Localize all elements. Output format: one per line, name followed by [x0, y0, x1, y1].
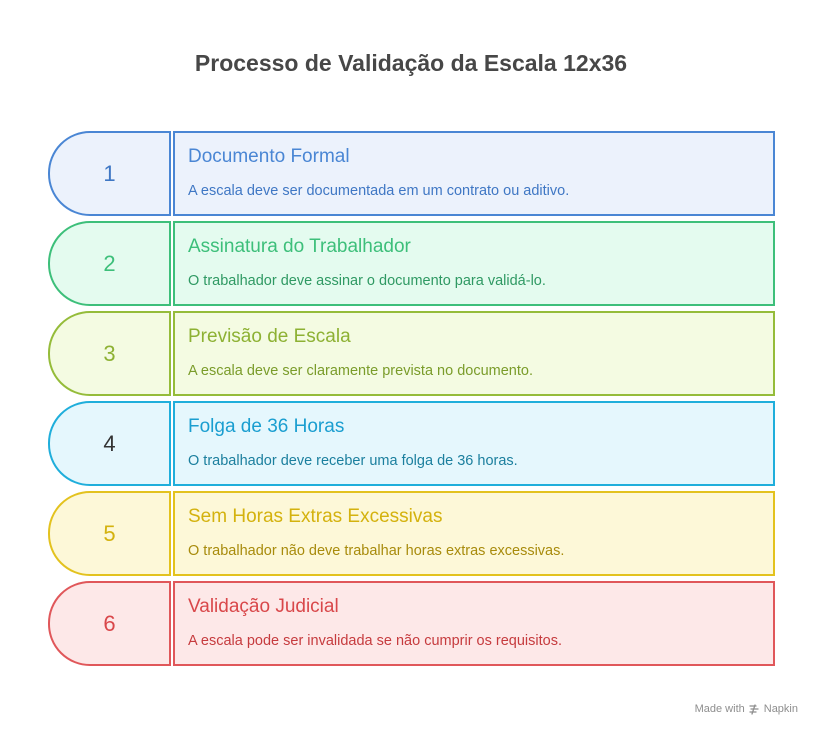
step-description: A escala deve ser documentada em um cont…	[188, 183, 570, 199]
step-content-box: Assinatura do Trabalhador O trabalhador …	[173, 221, 775, 306]
step-description: O trabalhador não deve trabalhar horas e…	[188, 543, 565, 559]
step-3: 3 Previsão de Escala A escala deve ser c…	[48, 311, 775, 396]
step-heading: Sem Horas Extras Excessivas	[188, 506, 443, 527]
made-with-label: Made with	[694, 703, 745, 715]
step-4: 4 Folga de 36 Horas O trabalhador deve r…	[48, 401, 775, 486]
step-heading: Previsão de Escala	[188, 326, 351, 347]
step-heading: Validação Judicial	[188, 596, 339, 617]
step-1: 1 Documento Formal A escala deve ser doc…	[48, 131, 775, 216]
step-content-box: Documento Formal A escala deve ser docum…	[173, 131, 775, 216]
made-with-napkin-credit: Made with Napkin	[695, 703, 798, 715]
napkin-brand-label: Napkin	[763, 703, 798, 715]
diagram-title: Processo de Validação da Escala 12x36	[194, 50, 628, 76]
steps-list: 1 Documento Formal A escala deve ser doc…	[48, 131, 775, 671]
step-heading: Folga de 36 Horas	[188, 416, 345, 437]
step-content-box: Folga de 36 Horas O trabalhador deve rec…	[173, 401, 775, 486]
step-heading: Documento Formal	[188, 146, 350, 167]
step-6: 6 Validação Judicial A escala pode ser i…	[48, 581, 775, 666]
step-content-box: Validação Judicial A escala pode ser inv…	[173, 581, 775, 666]
step-heading: Assinatura do Trabalhador	[188, 236, 411, 257]
step-2: 2 Assinatura do Trabalhador O trabalhado…	[48, 221, 775, 306]
step-number-badge: 5	[48, 491, 171, 576]
step-content-box: Previsão de Escala A escala deve ser cla…	[173, 311, 775, 396]
step-5: 5 Sem Horas Extras Excessivas O trabalha…	[48, 491, 775, 576]
step-number-badge: 2	[48, 221, 171, 306]
step-description: O trabalhador deve receber uma folga de …	[188, 453, 518, 469]
step-number-badge: 3	[48, 311, 171, 396]
step-description: A escala pode ser invalidada se não cump…	[188, 633, 562, 649]
step-description: A escala deve ser claramente prevista no…	[188, 363, 533, 379]
step-description: O trabalhador deve assinar o documento p…	[188, 273, 546, 289]
step-number-badge: 6	[48, 581, 171, 666]
step-number-badge: 1	[48, 131, 171, 216]
step-number-badge: 4	[48, 401, 171, 486]
napkin-logo-icon	[749, 703, 760, 715]
step-content-box: Sem Horas Extras Excessivas O trabalhado…	[173, 491, 775, 576]
